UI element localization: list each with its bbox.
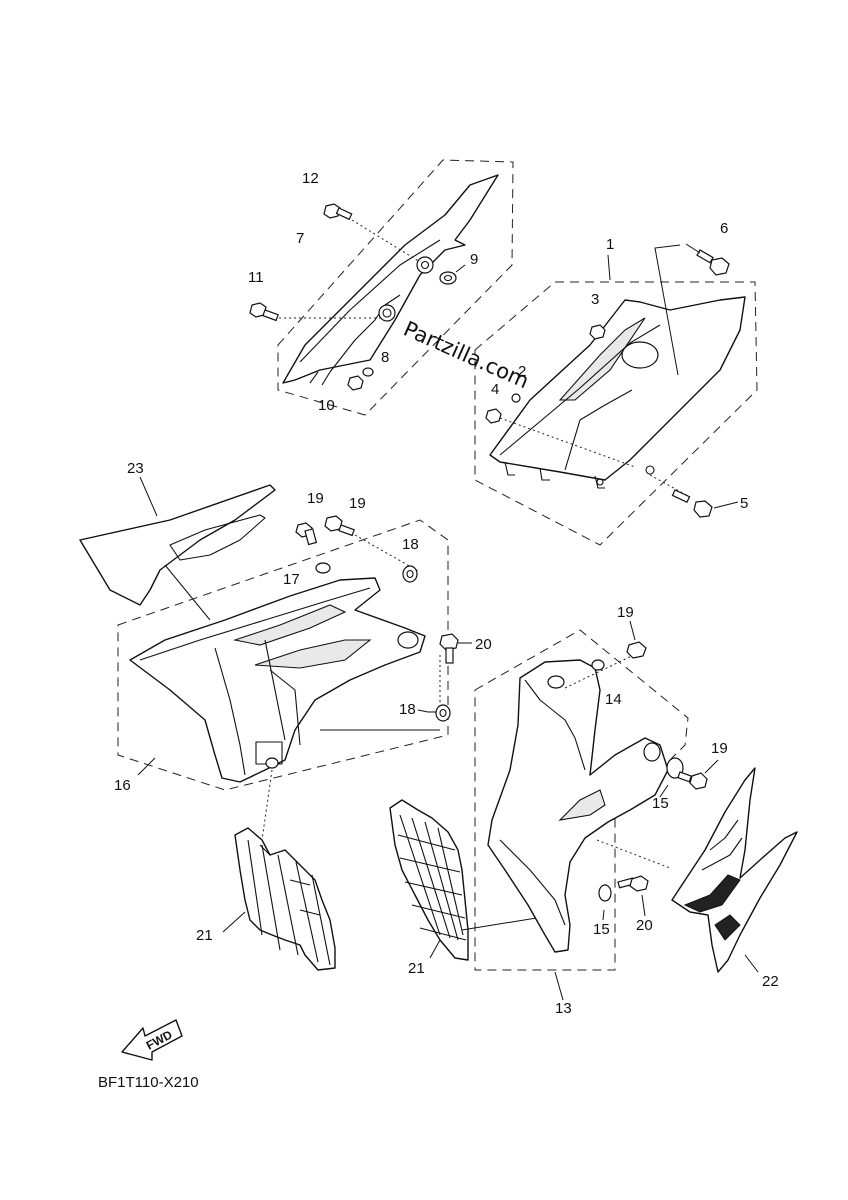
part-11-bolt[interactable]: [249, 302, 279, 322]
callout-23: 23: [127, 460, 144, 477]
callout-1: 1: [606, 236, 614, 253]
callout-18-a: 18: [402, 536, 419, 553]
callout-20-a: 20: [475, 636, 492, 653]
callout-7: 7: [296, 230, 304, 247]
part-19-bolt-b[interactable]: [324, 515, 355, 537]
part-12-bolt[interactable]: [323, 203, 353, 221]
callout-11: 11: [248, 269, 264, 286]
part-2-nut[interactable]: [511, 393, 521, 403]
part-18-grommet-b[interactable]: [435, 704, 451, 722]
part-10-nut[interactable]: [347, 375, 364, 391]
part-4-nut[interactable]: [485, 408, 502, 424]
fwd-direction-arrow: FWD: [121, 1019, 183, 1061]
callout-4: 4: [491, 381, 499, 398]
callout-2: 2: [518, 363, 526, 380]
callout-labels: 1 2 3 4 5 6 7 8 9 10 11 12 13 14 15 15 1…: [114, 170, 779, 1017]
part-3-nut[interactable]: [589, 324, 606, 340]
part-6-bolt[interactable]: [696, 249, 730, 276]
part-18-grommet-a[interactable]: [402, 565, 418, 583]
part-14-collar[interactable]: [591, 659, 605, 671]
part-20-bolt-b[interactable]: [617, 875, 649, 892]
part-7-side-cover[interactable]: [277, 159, 514, 416]
callout-19-b: 19: [349, 495, 366, 512]
part-19-bolt-c[interactable]: [626, 641, 647, 659]
part-1-side-cover[interactable]: [474, 281, 758, 546]
part-15-collar-b[interactable]: [598, 884, 612, 902]
callout-12: 12: [302, 170, 319, 187]
callout-19-a: 19: [307, 490, 324, 507]
callout-14: 14: [605, 691, 622, 708]
part-22-graphic-decal[interactable]: [671, 767, 798, 973]
part-19-bolt-a[interactable]: [295, 522, 318, 546]
part-17-clip[interactable]: [315, 562, 331, 574]
callout-19-d: 19: [711, 740, 728, 757]
callout-9: 9: [470, 251, 478, 268]
part-13-radiator-shroud[interactable]: [474, 629, 689, 971]
part-16-side-cover[interactable]: [117, 519, 449, 791]
part-20-bolt-a[interactable]: [439, 633, 459, 664]
callout-19-c: 19: [617, 604, 634, 621]
callout-18-b: 18: [399, 701, 416, 718]
part-21-radiator-louver-left[interactable]: [234, 827, 336, 971]
part-8-grommet[interactable]: [362, 367, 374, 377]
part-9-collar[interactable]: [439, 271, 457, 285]
part-21-radiator-louver-right[interactable]: [389, 799, 469, 961]
diagram-code: BF1T110-X210: [98, 1074, 199, 1091]
callout-21-a: 21: [196, 927, 213, 944]
callout-22: 22: [762, 973, 779, 990]
callout-10: 10: [318, 397, 335, 414]
part-5-bolt[interactable]: [671, 489, 713, 518]
callout-8: 8: [381, 349, 389, 366]
callout-13: 13: [555, 1000, 572, 1017]
callout-3: 3: [591, 291, 599, 308]
callout-21-b: 21: [408, 960, 425, 977]
callout-15-b: 15: [593, 921, 610, 938]
part-19-bolt-d[interactable]: [677, 771, 708, 790]
callout-5: 5: [740, 495, 748, 512]
callout-16: 16: [114, 777, 131, 794]
callout-20-b: 20: [636, 917, 653, 934]
partzilla-watermark: Partzilla.com: [400, 317, 533, 394]
part-23-graphic-decal[interactable]: [79, 484, 276, 606]
callout-6: 6: [720, 220, 728, 237]
callout-17: 17: [283, 571, 300, 588]
callout-15-a: 15: [652, 795, 669, 812]
